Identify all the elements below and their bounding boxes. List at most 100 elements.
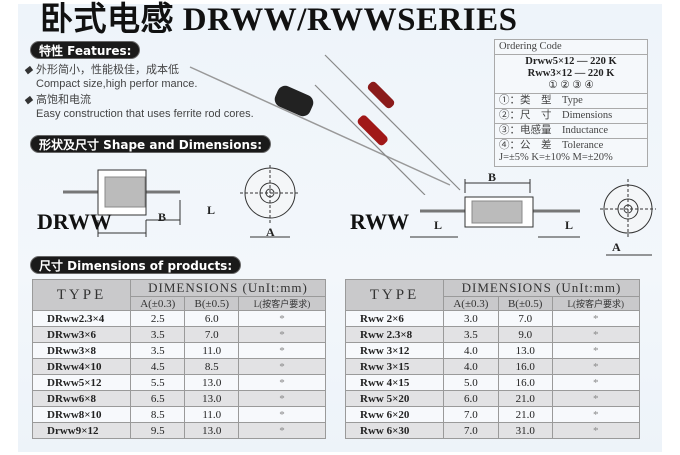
type-cell: Drww9×12 <box>32 422 131 439</box>
dimension-a-label: A <box>266 225 275 239</box>
drww-label: DRWW <box>37 209 113 234</box>
b-cell: 16.0 <box>497 374 553 391</box>
l-cell: * <box>238 326 326 343</box>
l-cell: * <box>238 422 326 439</box>
dimension-a-label: A <box>612 240 621 254</box>
b-cell: 11.0 <box>184 406 240 423</box>
col-a: A(±0.3) <box>443 296 499 311</box>
l-cell: * <box>551 422 641 439</box>
feature-en: Compact size,high perfor mance. <box>36 78 198 90</box>
type-cell: Rww 3×12 <box>345 342 444 359</box>
col-b: B(±0.5) <box>497 296 553 311</box>
col-dimensions: DIMENSIONS (UnIt:mm) <box>130 279 326 297</box>
col-type: TYPE <box>32 279 131 311</box>
shape-heading: 形状及尺寸 Shape and Dimensions: <box>30 135 272 153</box>
rww-label: RWW <box>350 209 410 234</box>
l-cell: * <box>238 390 326 407</box>
a-cell: 8.5 <box>129 406 186 423</box>
dimensions-heading: 尺寸 Dimensions of products: <box>30 256 242 274</box>
col-b: B(±0.5) <box>184 296 240 311</box>
type-cell: DRww4×10 <box>32 358 131 375</box>
l-cell: * <box>551 390 641 407</box>
l-cell: * <box>238 358 326 375</box>
type-cell: Rww 6×30 <box>345 422 444 439</box>
type-cell: DRww8×10 <box>32 406 131 423</box>
dimension-l-label: L <box>207 203 216 217</box>
b-cell: 7.0 <box>497 310 553 327</box>
col-dimensions: DIMENSIONS (UnIt:mm) <box>443 279 640 297</box>
a-cell: 4.5 <box>129 358 186 375</box>
b-cell: 11.0 <box>184 342 240 359</box>
a-cell: 6.0 <box>443 390 499 407</box>
col-type: TYPE <box>345 279 444 311</box>
b-cell: 6.0 <box>184 310 240 327</box>
dimension-l-label: L <box>565 218 574 232</box>
a-cell: 4.0 <box>443 358 499 375</box>
col-l: L(按客户要求) <box>238 296 326 311</box>
l-cell: * <box>551 374 641 391</box>
feature-en: Easy construction that uses ferrite rod … <box>36 108 254 120</box>
dimension-l-label: L <box>434 218 443 232</box>
dimension-b-label: B <box>158 210 167 224</box>
type-cell: DRww2.3×4 <box>32 310 131 327</box>
b-cell: 9.0 <box>497 326 553 343</box>
a-cell: 2.5 <box>129 310 186 327</box>
legend-dimensions: ②：尺 寸 Dimensions <box>495 109 647 124</box>
a-cell: 3.5 <box>443 326 499 343</box>
a-cell: 3.0 <box>443 310 499 327</box>
legend-inductance: ③：电感量 Inductance <box>495 124 647 139</box>
b-cell: 8.5 <box>184 358 240 375</box>
b-cell: 13.0 <box>184 374 240 391</box>
code-example-1: Drww5×12 — 220 K <box>525 56 617 67</box>
inductor-photo <box>189 54 461 195</box>
l-cell: * <box>238 406 326 423</box>
l-cell: * <box>551 406 641 423</box>
a-cell: 5.0 <box>443 374 499 391</box>
a-cell: 5.5 <box>129 374 186 391</box>
col-l: L(按客户要求) <box>551 296 641 311</box>
type-cell: DRww3×6 <box>32 326 131 343</box>
ordering-code-heading: Ordering Code <box>495 40 647 55</box>
b-cell: 16.0 <box>497 358 553 375</box>
dimension-b-label: B <box>488 170 497 184</box>
code-markers: ① ② ③ ④ <box>548 80 594 91</box>
diamond-bullet-icon: ◆ <box>24 64 33 76</box>
b-cell: 13.0 <box>184 422 240 439</box>
legend-type: ①：类 型 Type <box>495 94 647 109</box>
a-cell: 7.0 <box>443 406 499 423</box>
a-cell: 3.5 <box>129 342 186 359</box>
b-cell: 7.0 <box>184 326 240 343</box>
col-a: A(±0.3) <box>129 296 186 311</box>
type-cell: Rww 5×20 <box>345 390 444 407</box>
a-cell: 3.5 <box>129 326 186 343</box>
rww-diagram <box>410 179 656 256</box>
l-cell: * <box>551 310 641 327</box>
l-cell: * <box>238 374 326 391</box>
page-title: 卧式电感 DRWW/RWWSERIES <box>40 2 518 38</box>
features-heading: 特性 Features: <box>30 41 141 59</box>
drww-diagram <box>63 165 300 238</box>
tolerance-values: J=±5% K=±10% M=±20% <box>499 152 613 163</box>
diamond-bullet-icon: ◆ <box>24 94 33 106</box>
a-cell: 9.5 <box>129 422 186 439</box>
type-cell: DRww5×12 <box>32 374 131 391</box>
b-cell: 13.0 <box>184 390 240 407</box>
